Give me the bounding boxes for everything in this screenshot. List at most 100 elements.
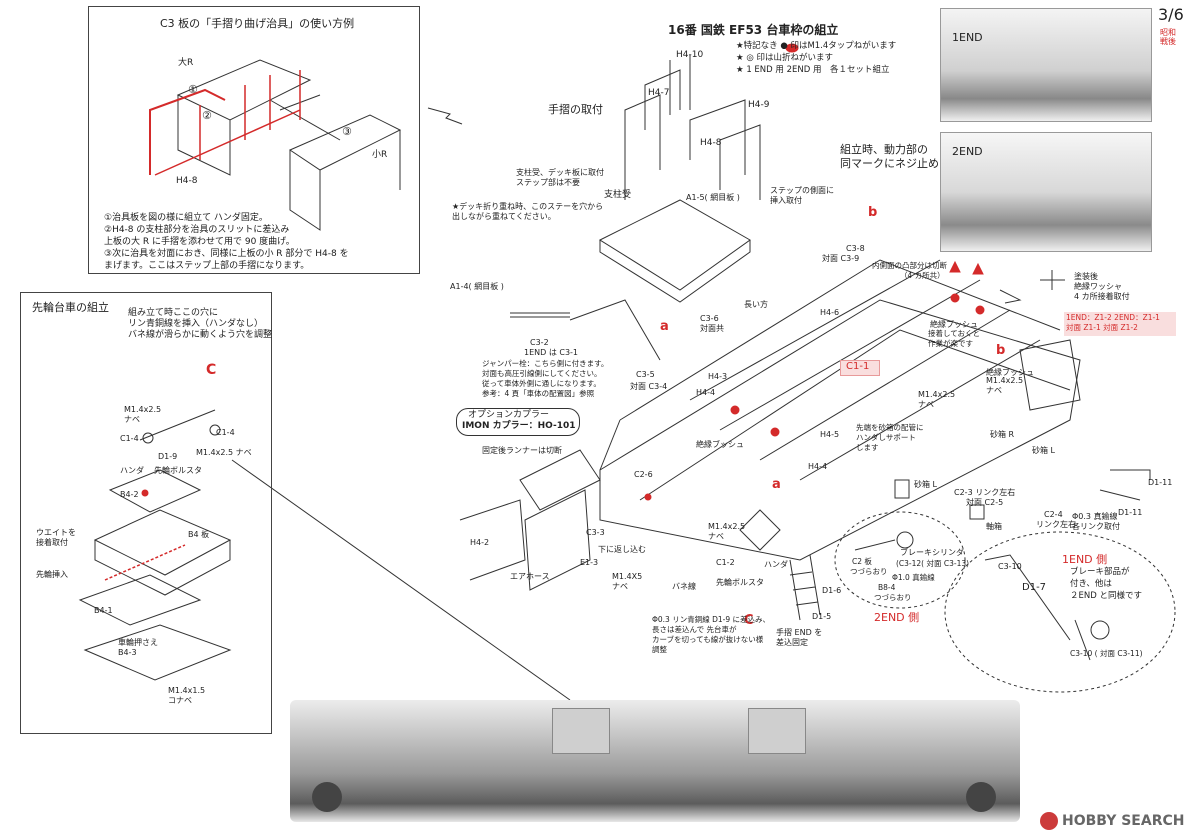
pilot-b43: B4-3 bbox=[118, 648, 137, 657]
label-d16: D1-6 bbox=[822, 586, 842, 595]
label-bolster: 先輪ボルスタ bbox=[716, 578, 764, 587]
header-note-1: ★特記なき ● 印はM1.4タップねがいます bbox=[736, 41, 897, 51]
c11-tag bbox=[840, 360, 880, 376]
label-insul-1: 絶縁ブッシュ bbox=[696, 440, 744, 449]
label-inner-note-1: 内側面の凸部分は切断 bbox=[872, 261, 947, 270]
label-c310b: C3-10 ( 対面 C3-11) bbox=[1070, 649, 1143, 658]
photo-2end bbox=[940, 132, 1152, 252]
label-wire-note-3: カーブを切っても線が抜けない様 bbox=[652, 635, 764, 644]
era-stamp: 昭和 戦後 bbox=[1160, 28, 1176, 47]
photo-label-2end-text: 2END bbox=[952, 145, 983, 158]
label-a14: A1-4( 網目板 ) bbox=[450, 282, 504, 291]
label-mark-note-1: 組立時、動力部の bbox=[840, 143, 928, 156]
label-step-note-1: ステップの側面に bbox=[770, 186, 834, 195]
label-c34: 対面 C3-4 bbox=[630, 382, 668, 391]
watermark: HOBBY SEARCH bbox=[1062, 813, 1185, 829]
jig-step-4: ③次に治具を対面におき、同様に上板の小 R 部分で H4-8 を bbox=[104, 249, 349, 259]
label-c36: C3-6 bbox=[700, 314, 719, 323]
label-sandbox-note-2: ハンダしサポート bbox=[856, 433, 916, 442]
label-c11: C1-1 bbox=[846, 361, 870, 372]
label-wire-note-2: 長さは差込んで 先台車が bbox=[652, 625, 737, 634]
pilot-screw-3b: コナベ bbox=[168, 696, 192, 705]
chassis-wheel-left bbox=[312, 782, 342, 812]
label-h47: H4-7 bbox=[648, 88, 670, 98]
label-c38: C3-8 bbox=[846, 244, 865, 253]
pilot-wheel-press: 車輪押さえ bbox=[118, 638, 158, 647]
pilot-c14-a: C1-4 bbox=[120, 434, 139, 443]
label-insul-note-2: 作業が楽です bbox=[928, 339, 973, 348]
label-b84note: つづらおり bbox=[874, 593, 912, 602]
label-wire-note-4: 調整 bbox=[652, 645, 667, 654]
pilot-screw-1b: ナベ bbox=[124, 415, 140, 424]
pilot-solder: ハンダ bbox=[120, 466, 144, 475]
label-screw-bb: ナベ bbox=[986, 386, 1002, 395]
label-wire-note-1: Φ0.3 リン青銅線 D1-9 に差込み、 bbox=[652, 615, 771, 624]
watermark-logo-icon bbox=[1040, 812, 1058, 830]
label-air-hose: エアホース bbox=[510, 572, 550, 581]
label-c31: 1END は C3-1 bbox=[524, 348, 579, 357]
jig-label-h48: H4-8 bbox=[176, 176, 198, 186]
pilot-weight-1: ウエイトを bbox=[36, 528, 76, 537]
pilot-screw-2: M1.4x2.5 ナベ bbox=[196, 448, 252, 457]
label-a15: A1-5( 網目板 ) bbox=[686, 193, 740, 202]
label-sandbox-r: 砂箱 R bbox=[990, 430, 1015, 439]
label-paint-3: 4 カ所接着取付 bbox=[1074, 292, 1130, 301]
label-c32: C3-2 bbox=[530, 338, 549, 347]
label-spring: バネ線 bbox=[672, 582, 696, 591]
photo-1end bbox=[940, 8, 1152, 122]
label-solder: ハンダ bbox=[764, 560, 788, 569]
pilot-truck-title: 先輪台車の組立 bbox=[32, 301, 109, 314]
label-c-mark: C bbox=[744, 613, 754, 628]
label-1end-note-1: ブレーキ部品が bbox=[1070, 567, 1130, 577]
label-wire03: Φ0.3 真鍮線 bbox=[1072, 512, 1118, 521]
label-c39: 対面 C3-9 bbox=[822, 254, 860, 263]
label-handrail-end-2: 差込固定 bbox=[776, 638, 808, 647]
pilot-screw-1: M1.4x2.5 bbox=[124, 405, 162, 414]
label-jumper-2: 対面も高圧引線側にしてください。 bbox=[482, 369, 602, 378]
label-h43: H4-3 bbox=[708, 372, 728, 381]
label-c36b: 対面共 bbox=[700, 324, 724, 333]
end-table-row-2: 対面 Z1-1 対面 Z1-2 bbox=[1066, 323, 1138, 332]
label-h48: H4-8 bbox=[700, 138, 722, 148]
pilot-screw-3: M1.4x1.5 bbox=[168, 686, 206, 695]
label-h410: H4-10 bbox=[676, 50, 704, 60]
jig-box-title: C3 板の「手摺り曲げ治具」の使い方例 bbox=[160, 17, 355, 30]
label-c2plate: C2 板 bbox=[852, 557, 872, 566]
label-h44b: H4-4 bbox=[808, 462, 828, 471]
label-screw-cb: ナベ bbox=[918, 400, 934, 409]
label-step-note-2: 挿入取付 bbox=[770, 196, 802, 205]
label-wire03b: 各リンク取付 bbox=[1072, 522, 1120, 531]
label-mark-note-2: 同マークにネジ止め bbox=[840, 157, 939, 170]
pilot-lead-wheel: 先輪挿入 bbox=[36, 570, 68, 579]
pilot-note-2: リン青銅線を挿入（ハンダなし） bbox=[128, 319, 264, 329]
label-c2note: つづらおり bbox=[850, 567, 888, 576]
label-support: 支柱受 bbox=[604, 190, 632, 200]
jig-step-mark-1: ① bbox=[188, 83, 198, 96]
label-insul-note-1: 接着しておくと bbox=[928, 329, 981, 338]
label-support-note-2: ステップ部は不要 bbox=[516, 178, 580, 187]
pilot-d19: D1-9 bbox=[158, 452, 178, 461]
chassis-motor-left bbox=[552, 708, 610, 754]
label-c310: C3-10 bbox=[998, 562, 1022, 571]
label-runner: 固定後ランナーは切断 bbox=[482, 446, 562, 455]
label-sandbox-l-2: 砂箱 L bbox=[914, 480, 937, 489]
coupler-callout bbox=[456, 408, 580, 436]
mark-a-1: a bbox=[660, 319, 669, 334]
jig-step-1: ①治具板を図の様に組立て ハンダ固定。 bbox=[104, 213, 268, 223]
label-support-note-1: 支柱受、デッキ板に取付 bbox=[516, 168, 604, 177]
page-title: 16番 国鉄 EF53 台車枠の組立 bbox=[668, 23, 839, 37]
label-wire10: Φ1.0 真鍮線 bbox=[892, 573, 935, 582]
label-screw-c: M1.4x2.5 bbox=[918, 390, 956, 399]
jig-step-mark-2: ② bbox=[202, 109, 212, 122]
label-d17: D1-7 bbox=[1022, 582, 1047, 593]
label-sandbox-note-3: します bbox=[856, 443, 879, 452]
label-screw-m5b: ナベ bbox=[612, 582, 628, 591]
pilot-bolster: 先輪ボルスタ bbox=[154, 466, 202, 475]
label-1end-note-2: 付き、他は bbox=[1070, 579, 1112, 589]
label-d15: D1-5 bbox=[812, 612, 832, 621]
label-h49: H4-9 bbox=[748, 100, 770, 110]
jig-step-2: ②H4-8 の支柱部分を治具のスリットに差込み bbox=[104, 225, 290, 235]
label-b84: B8-4 bbox=[878, 583, 896, 592]
label-brake-cyl: ブレーキシリンダ bbox=[900, 548, 964, 557]
